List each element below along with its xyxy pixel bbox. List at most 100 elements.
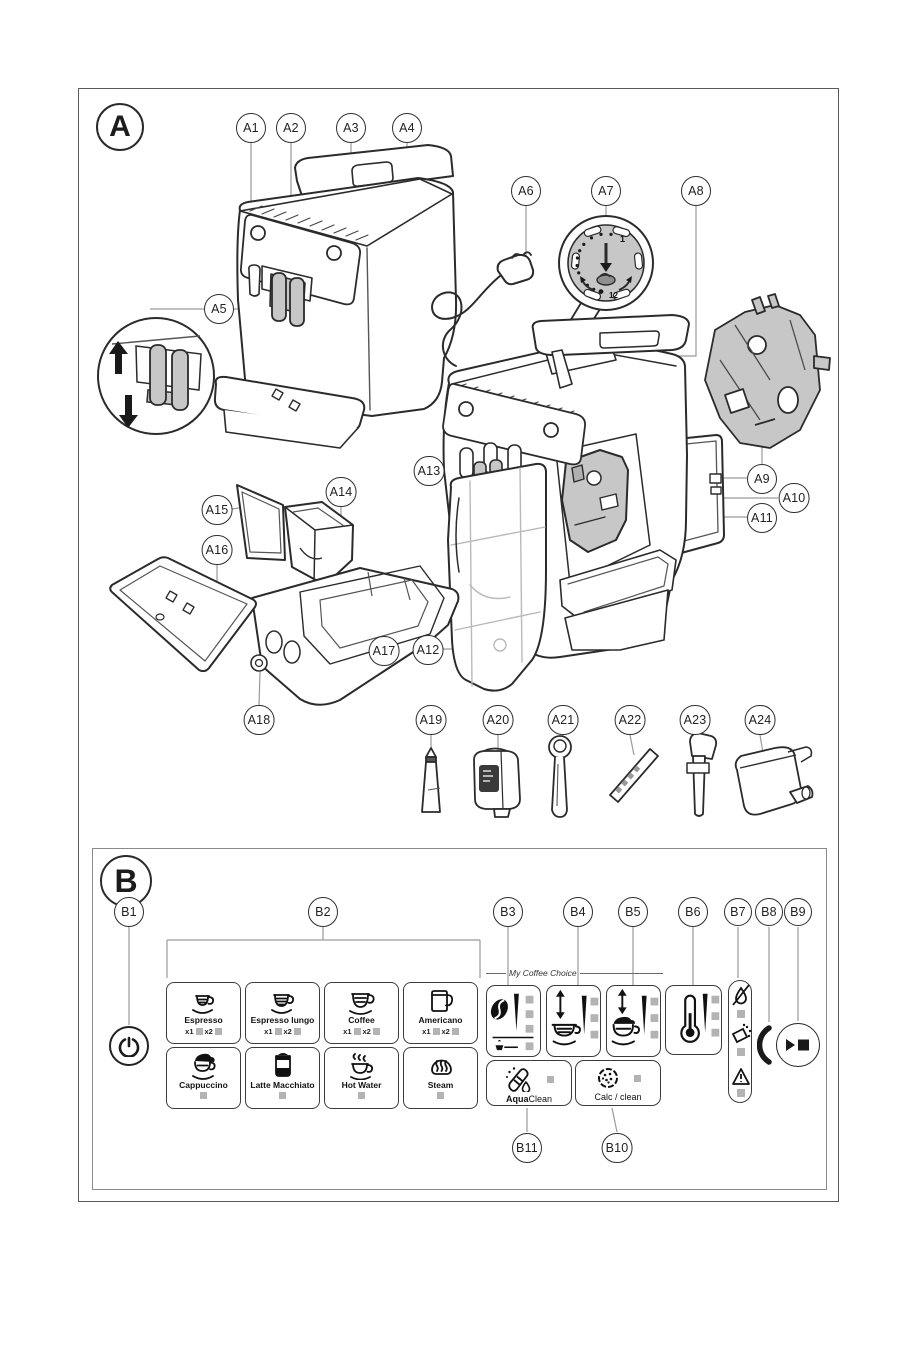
power-cord bbox=[431, 251, 535, 367]
latte-macchiato-button: Latte Macchiato bbox=[245, 1047, 320, 1109]
callout-b9: B9 bbox=[784, 898, 812, 926]
steam-wand bbox=[686, 732, 718, 817]
quantity-indicator bbox=[437, 1091, 444, 1099]
coffee-icon bbox=[348, 993, 375, 1015]
section-a-label: A bbox=[96, 103, 144, 151]
callout-a19: A19 bbox=[415, 705, 447, 735]
empty-grounds-icon bbox=[731, 1023, 752, 1044]
section-b-letter: B bbox=[114, 862, 138, 899]
callout-a13: A13 bbox=[413, 456, 445, 486]
led-square bbox=[195, 1027, 203, 1035]
aqua-clean-label: AquaClean bbox=[505, 1094, 552, 1104]
drink-label: Espresso bbox=[184, 1015, 223, 1025]
callout-b7: B7 bbox=[724, 898, 752, 926]
callout-a20: A20 bbox=[482, 705, 514, 735]
led-square bbox=[353, 1027, 361, 1035]
alert-indicator-strip bbox=[728, 980, 752, 1103]
steam-icon bbox=[430, 1059, 452, 1075]
callout-a2: A2 bbox=[276, 113, 306, 143]
milk-volume-icon bbox=[611, 988, 659, 1046]
led-square bbox=[437, 1091, 444, 1099]
callout-b2: B2 bbox=[308, 897, 338, 927]
callout-a24: A24 bbox=[744, 705, 776, 735]
callout-a10: A10 bbox=[778, 483, 810, 513]
callout-a7: A7 bbox=[591, 176, 621, 206]
callout-a12: A12 bbox=[412, 635, 444, 665]
callout-a22: A22 bbox=[614, 705, 646, 735]
callout-b6: B6 bbox=[678, 897, 708, 927]
callout-a14: A14 bbox=[325, 477, 357, 507]
callout-b10: B10 bbox=[601, 1133, 633, 1163]
drip-tray-assembly bbox=[109, 484, 460, 706]
power-icon bbox=[118, 1036, 140, 1057]
led-square bbox=[358, 1091, 365, 1099]
drink-label: Cappuccino bbox=[179, 1080, 228, 1090]
steam-button: Steam bbox=[403, 1047, 478, 1109]
start-glow-icon bbox=[757, 1025, 772, 1065]
milk-frother bbox=[734, 746, 814, 816]
machine-open-view bbox=[442, 314, 725, 692]
dial-min-label: 1 bbox=[620, 234, 625, 244]
callout-b8: B8 bbox=[755, 898, 783, 926]
latte-macchiato-icon bbox=[274, 1053, 291, 1077]
temperature-icon bbox=[680, 993, 720, 1043]
start-stop-button bbox=[776, 1023, 820, 1067]
callout-b11: B11 bbox=[512, 1133, 542, 1163]
coffee-volume-button bbox=[546, 985, 601, 1057]
callout-a18: A18 bbox=[243, 705, 275, 735]
led-square bbox=[372, 1027, 380, 1035]
start-stop-icon bbox=[786, 1039, 809, 1051]
measuring-scoop-key bbox=[548, 735, 572, 818]
callout-b5: B5 bbox=[618, 897, 648, 927]
callout-a16: A16 bbox=[201, 535, 233, 565]
machine-front-view bbox=[213, 144, 458, 449]
espresso-icon bbox=[191, 995, 214, 1014]
hot-water-button: Hot Water bbox=[324, 1047, 399, 1109]
alert-icons bbox=[731, 984, 752, 1097]
quantity-indicator bbox=[200, 1091, 207, 1099]
my-coffee-choice-label: My Coffee Choice bbox=[509, 968, 577, 978]
callout-a15: A15 bbox=[201, 495, 233, 525]
callout-a1: A1 bbox=[236, 113, 266, 143]
milk-volume-button bbox=[606, 985, 661, 1057]
hot-water-icon bbox=[349, 1053, 373, 1080]
cappuccino-icon bbox=[191, 1053, 216, 1080]
led-square bbox=[546, 1075, 554, 1083]
led-square bbox=[274, 1027, 282, 1035]
cappuccino-button: Cappuccino bbox=[166, 1047, 241, 1109]
header-rule bbox=[579, 972, 663, 974]
led-square bbox=[200, 1091, 207, 1099]
aqua-clean-icon bbox=[505, 1067, 530, 1092]
my-coffee-choice-header: My Coffee Choice bbox=[486, 968, 663, 978]
quantity-indicator bbox=[358, 1091, 365, 1099]
americano-icon bbox=[430, 990, 453, 1012]
callout-a21: A21 bbox=[547, 705, 579, 735]
section-a-letter: A bbox=[109, 110, 131, 143]
led-square bbox=[432, 1027, 440, 1035]
led-square bbox=[451, 1027, 459, 1035]
callout-b1: B1 bbox=[114, 897, 144, 927]
callout-a23: A23 bbox=[679, 705, 711, 735]
calc-clean-button: Calc / clean bbox=[575, 1060, 661, 1106]
callout-a11: A11 bbox=[747, 503, 777, 533]
tank-inner-lines bbox=[450, 467, 546, 687]
calc-clean-label: Calc / clean bbox=[594, 1092, 642, 1102]
drink-label: Espresso lungo bbox=[250, 1015, 315, 1025]
coffee-volume-icon bbox=[551, 989, 599, 1046]
drink-label: Hot Water bbox=[341, 1080, 382, 1090]
callout-a8: A8 bbox=[681, 176, 711, 206]
callout-b4: B4 bbox=[563, 897, 593, 927]
dial-max-label: 12 bbox=[609, 291, 618, 300]
drink-label: Americano bbox=[418, 1015, 463, 1025]
spout-detail-inset bbox=[97, 317, 215, 435]
led-square bbox=[633, 1074, 641, 1082]
